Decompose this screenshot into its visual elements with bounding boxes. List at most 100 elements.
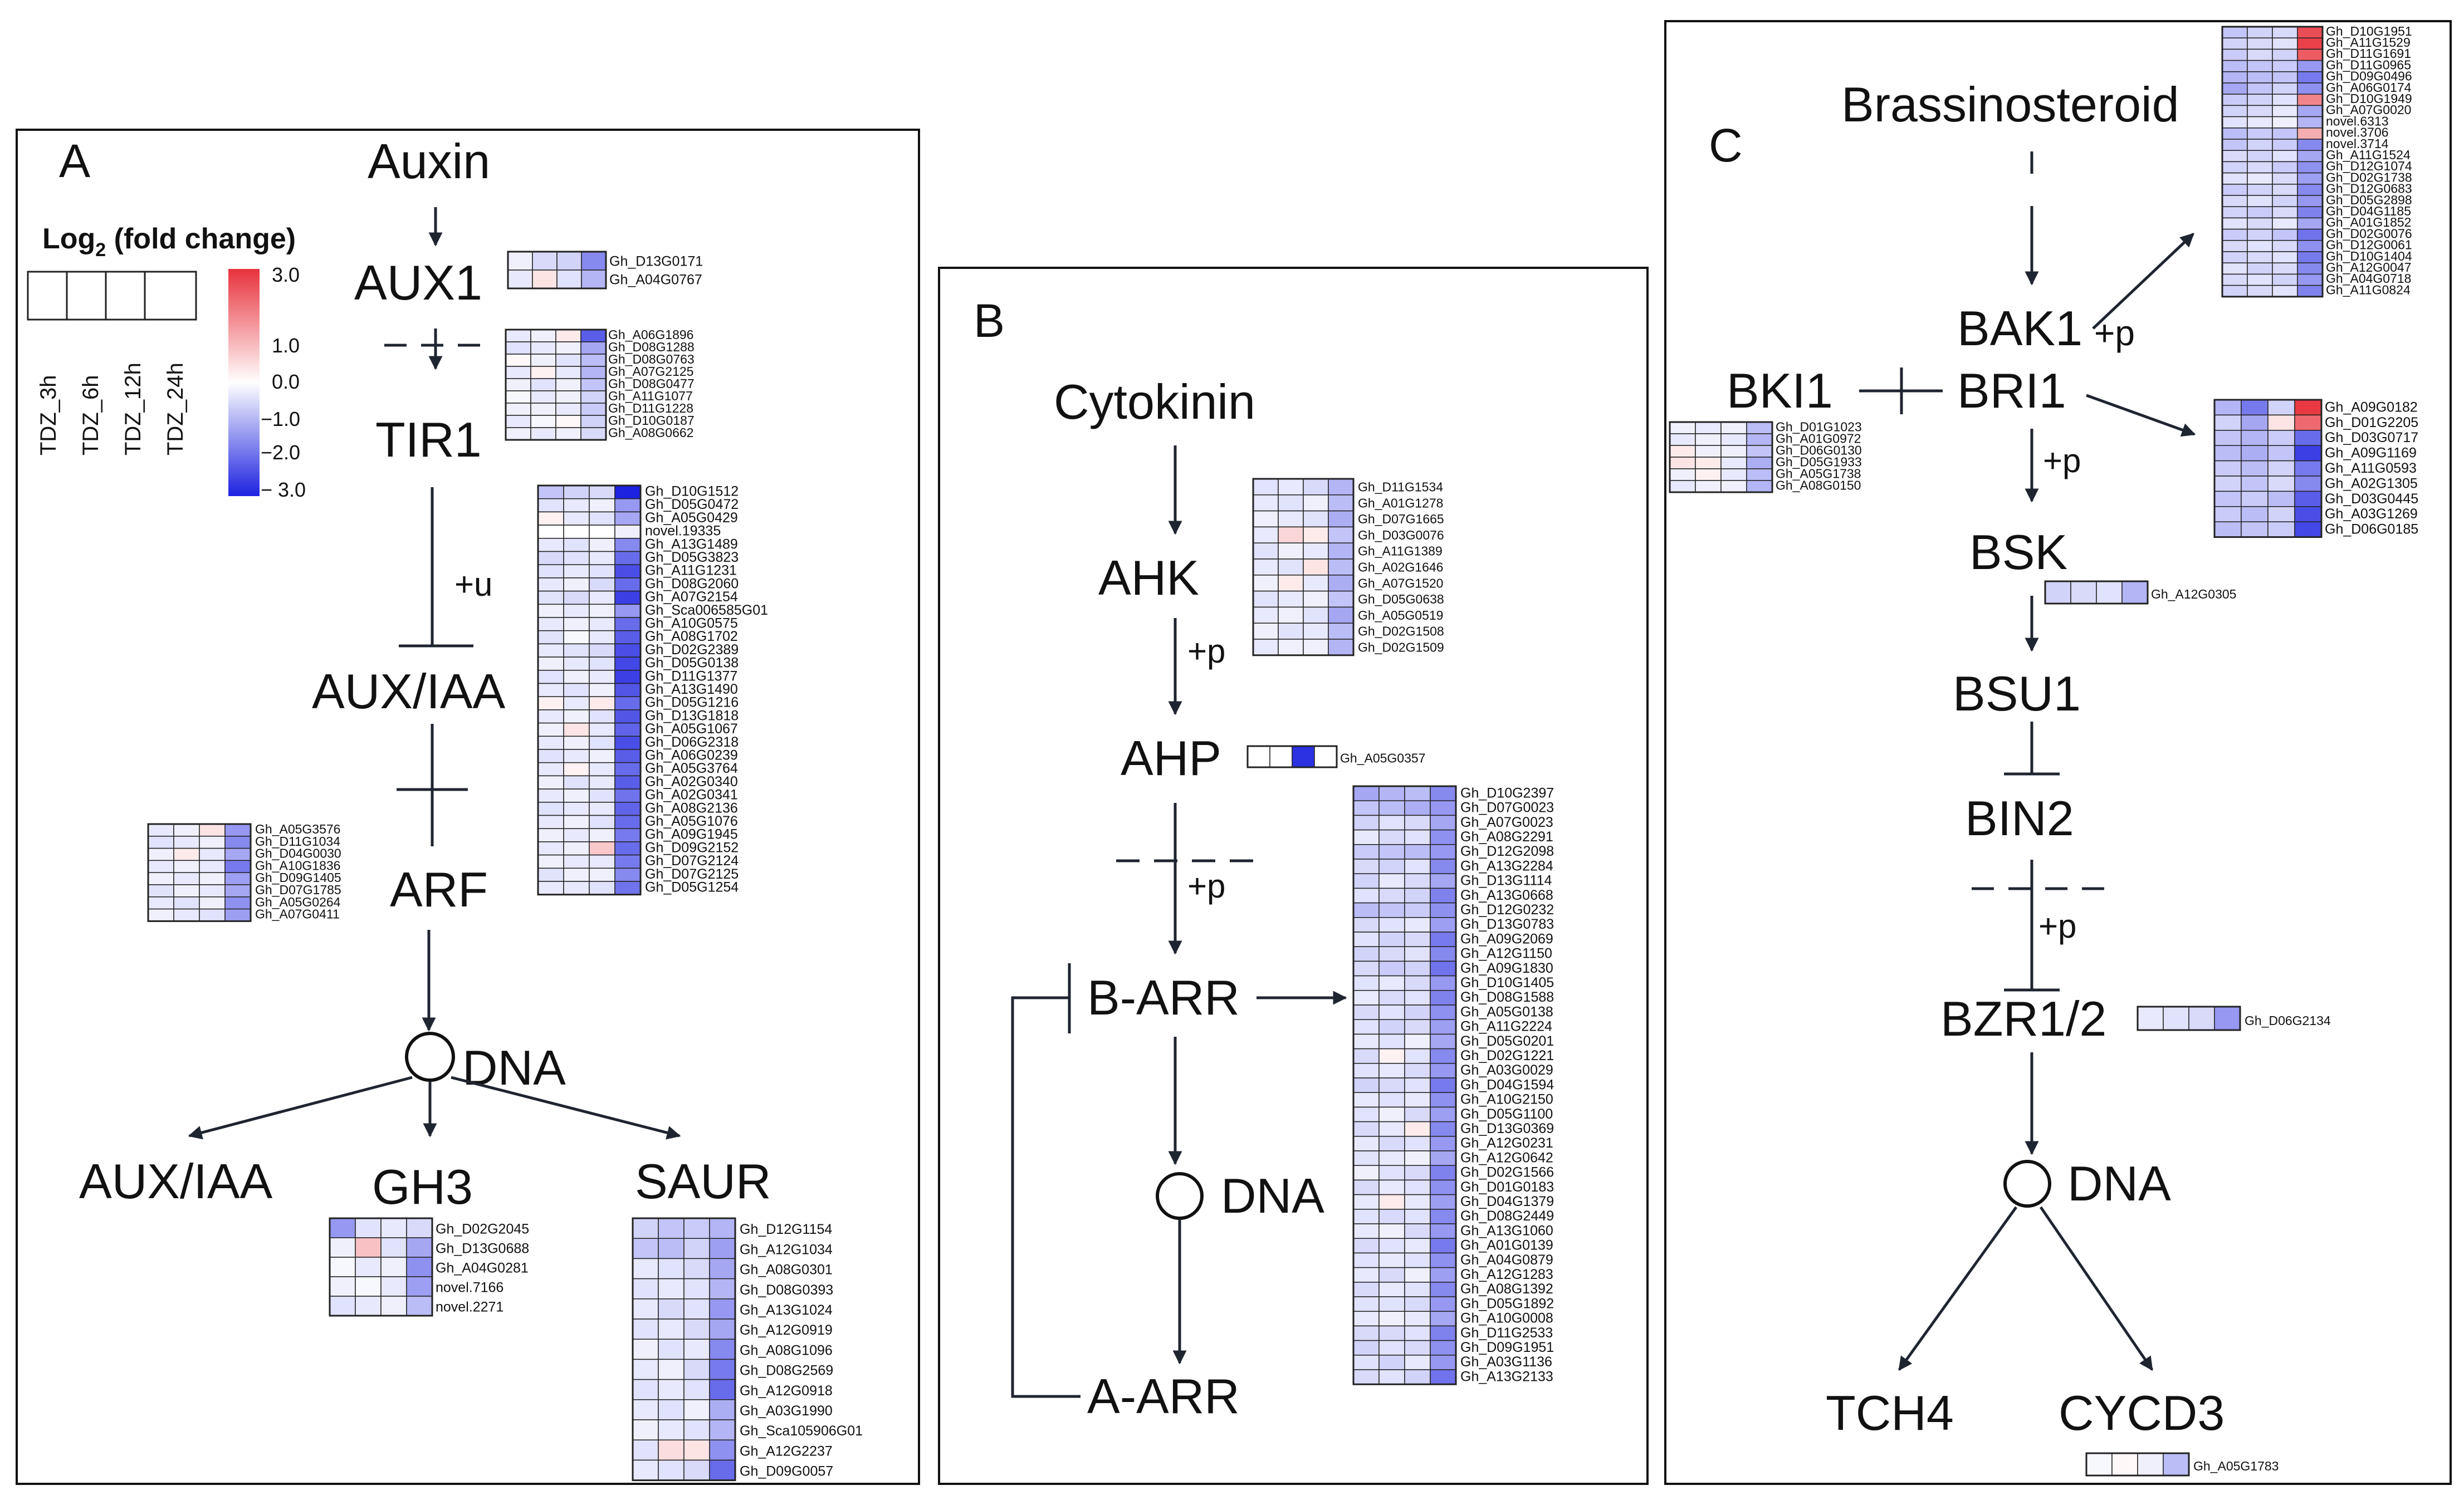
heatmap-cell (2214, 506, 2242, 522)
heatmap-cell (563, 828, 590, 842)
heatmap-cell (329, 1296, 356, 1316)
heatmap-cell (406, 1257, 433, 1277)
gene-label: novel.2271 (436, 1299, 503, 1315)
gene-label: Gh_D02G0076 (2326, 226, 2412, 241)
heatmap-cell (2247, 195, 2273, 207)
gene-label: Gh_A08G1392 (1460, 1281, 1553, 1297)
heatmap-cell (355, 1296, 382, 1316)
heatmap-cell (2272, 161, 2298, 174)
heatmap-cell (1353, 1165, 1380, 1181)
gene-label: Gh_D02G1508 (1358, 624, 1444, 639)
gene-label: Gh_A05G3576 (255, 822, 340, 836)
heatmap-cell (2297, 217, 2323, 230)
heatmap-cell (1378, 873, 1405, 889)
dna-circle-a (405, 1032, 455, 1082)
heatmap-cell (380, 1237, 407, 1258)
gene-label: Gh_A11G1529 (2326, 35, 2411, 50)
heatmap-cell (199, 884, 226, 898)
heatmap-cell (1669, 457, 1696, 469)
heatmap-cell (563, 696, 590, 710)
heatmap-cell (589, 854, 615, 869)
heatmap-cell (2267, 445, 2295, 462)
heatmap-cell (507, 269, 533, 289)
heatmap-cell (1746, 457, 1773, 469)
heatmap-cell (1253, 478, 1279, 496)
heatmap-cell (1303, 526, 1329, 543)
heatmap-cell (2241, 399, 2269, 416)
gene-label: Gh_A05G1783 (2193, 1459, 2279, 1473)
legend-tick-m1: −1.0 (261, 408, 300, 430)
node-a-arr: A-ARR (1087, 1369, 1240, 1424)
heatmap-cell (1328, 590, 1354, 608)
gene-label: Gh_D02G1566 (1460, 1165, 1554, 1180)
gene-label: Gh_D06G0130 (1776, 443, 1862, 457)
gene-label: Gh_D13G0369 (1460, 1121, 1554, 1136)
heatmap-cell (1430, 1209, 1456, 1224)
heatmap-cell (537, 722, 564, 737)
gene-label: Gh_A11G0593 (2325, 460, 2417, 476)
heatmap-cell (1378, 1369, 1405, 1385)
gene-label: Gh_A08G2136 (645, 800, 738, 816)
node-ahk: AHK (1098, 550, 1199, 605)
heatmap-cell (1430, 1063, 1456, 1079)
gene-label: Gh_A13G1490 (645, 682, 738, 697)
heatmap-cell (537, 749, 564, 763)
heatmap-cell (1378, 1063, 1405, 1079)
heatmap-bsk: Gh_A12G0305 (2044, 580, 2236, 605)
heatmap-cell (1353, 1296, 1380, 1312)
heatmap-cell (2294, 460, 2322, 477)
gene-label: Gh_D07G2124 (645, 853, 739, 869)
heatmap-cell (2297, 150, 2323, 163)
heatmap-cell (563, 709, 590, 724)
heatmap-cell (2247, 217, 2273, 230)
heatmap-cell (2272, 94, 2298, 106)
panel-a: Auxin AUX1 TIR1 +u AUX/IAA ARF DNA AUX/I… (79, 134, 771, 1214)
heatmap-cell (173, 884, 200, 898)
gene-label: Gh_A11G0824 (2326, 282, 2411, 297)
heatmap-cell (2267, 476, 2295, 492)
heatmap-cell (1746, 433, 1773, 446)
node-auxin: Auxin (368, 134, 490, 189)
heatmap-cell (2297, 273, 2323, 286)
gene-label: Gh_D10G1405 (1460, 975, 1554, 991)
heatmap-cell (589, 841, 615, 856)
legend-title: Log2 (fold change) (42, 223, 296, 261)
heatmap-cell (658, 1459, 685, 1481)
heatmap-cell (505, 403, 531, 416)
heatmap-cell (589, 696, 615, 710)
heatmap-cell (2214, 399, 2242, 416)
heatmap-cell (1278, 639, 1304, 656)
heatmap-cell (2247, 161, 2273, 174)
heatmap-cell (614, 867, 641, 882)
heatmap-cell (1404, 1033, 1431, 1050)
gene-label: Gh_A13G2284 (1460, 858, 1553, 874)
heatmap-cell (2267, 521, 2295, 538)
heatmap-cell (505, 378, 531, 391)
heatmap-cell (2247, 251, 2273, 263)
edge-label-p-ahp: +p (1187, 867, 1225, 905)
heatmap-cell (1353, 1340, 1380, 1356)
heatmap-cell (1378, 1092, 1405, 1108)
heatmap-cell (1404, 1179, 1431, 1195)
heatmap-cell (2222, 228, 2248, 241)
node-bin2: BIN2 (1965, 791, 2074, 846)
heatmap-cell (1328, 606, 1354, 624)
gene-label: Gh_A01G1278 (1358, 496, 1443, 510)
heatmap-cell (1378, 1209, 1405, 1224)
gene-label: Gh_A07G0020 (2326, 102, 2411, 117)
heatmap-cell (1430, 1179, 1456, 1195)
heatmap-cell (614, 696, 641, 710)
heatmap-cell (1278, 606, 1304, 624)
heatmap-cell (2241, 460, 2269, 477)
heatmap-frame (1669, 421, 1773, 493)
heatmap-cell (2272, 172, 2298, 185)
heatmap-cell (1353, 1238, 1380, 1254)
heatmap-cell (1247, 746, 1270, 768)
heatmap-tir1: Gh_A06G1896Gh_D08G1288Gh_D08G0763Gh_A07G… (505, 327, 695, 441)
heatmap-frame (2137, 1006, 2241, 1031)
heatmap-cell (563, 815, 590, 829)
heatmap-cell (1404, 1121, 1431, 1137)
heatmap-cell (1303, 510, 1329, 528)
gene-label: Gh_D09G1405 (255, 870, 341, 885)
